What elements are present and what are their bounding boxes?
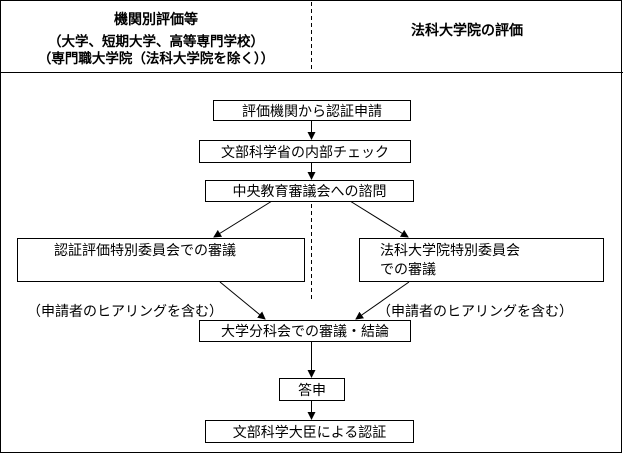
step-apply-box: 評価機関から認証申請 (213, 100, 411, 121)
step-report-label: 答申 (298, 382, 326, 399)
right-committee-box: 法科大学院特別委員会 での審議 (359, 238, 604, 282)
right-committee-label-line2: での審議 (380, 262, 436, 278)
step-apply-label: 評価機関から認証申請 (242, 103, 382, 120)
step-internal-check-label: 文部科学省の内部チェック (221, 144, 389, 161)
step-consult-box: 中央教育審議会への諮問 (205, 180, 414, 202)
step-internal-check-box: 文部科学省の内部チェック (199, 140, 411, 163)
right-committee-label-line1: 法科大学院特別委員会 (380, 243, 520, 259)
step-approval-label: 文部科学大臣による認証 (232, 424, 387, 441)
step-subcommittee-label: 大学分科会での審議・結論 (221, 324, 389, 340)
left-column-title: 機関別評価等 (114, 12, 198, 28)
right-hearing-note: （申請者のヒアリングを含む） (377, 304, 573, 320)
right-column-title: 法科大学院の評価 (411, 23, 523, 39)
step-consult-label: 中央教育審議会への諮問 (232, 184, 387, 200)
step-subcommittee-box: 大学分科会での審議・結論 (199, 320, 411, 342)
step-approval-box: 文部科学大臣による認証 (205, 420, 414, 443)
arrow-left-committee-to-subcommittee (219, 281, 266, 320)
arrow-right-committee-to-subcommittee (355, 281, 410, 320)
left-hearing-note: （申請者のヒアリングを含む） (27, 304, 223, 320)
left-committee-box: 認証評価特別委員会での審議 (17, 238, 305, 282)
arrow-consult-to-left-committee (213, 200, 273, 238)
left-column-subtitle-1: （大学、短期大学、高等専門学校） (48, 34, 264, 50)
arrow-consult-to-right-committee (349, 200, 409, 238)
step-report-box: 答申 (279, 378, 345, 401)
left-committee-label: 認証評価特別委員会での審議 (54, 243, 236, 259)
left-column-subtitle-2: （専門職大学院（法科大学院を除く）） (37, 51, 275, 67)
